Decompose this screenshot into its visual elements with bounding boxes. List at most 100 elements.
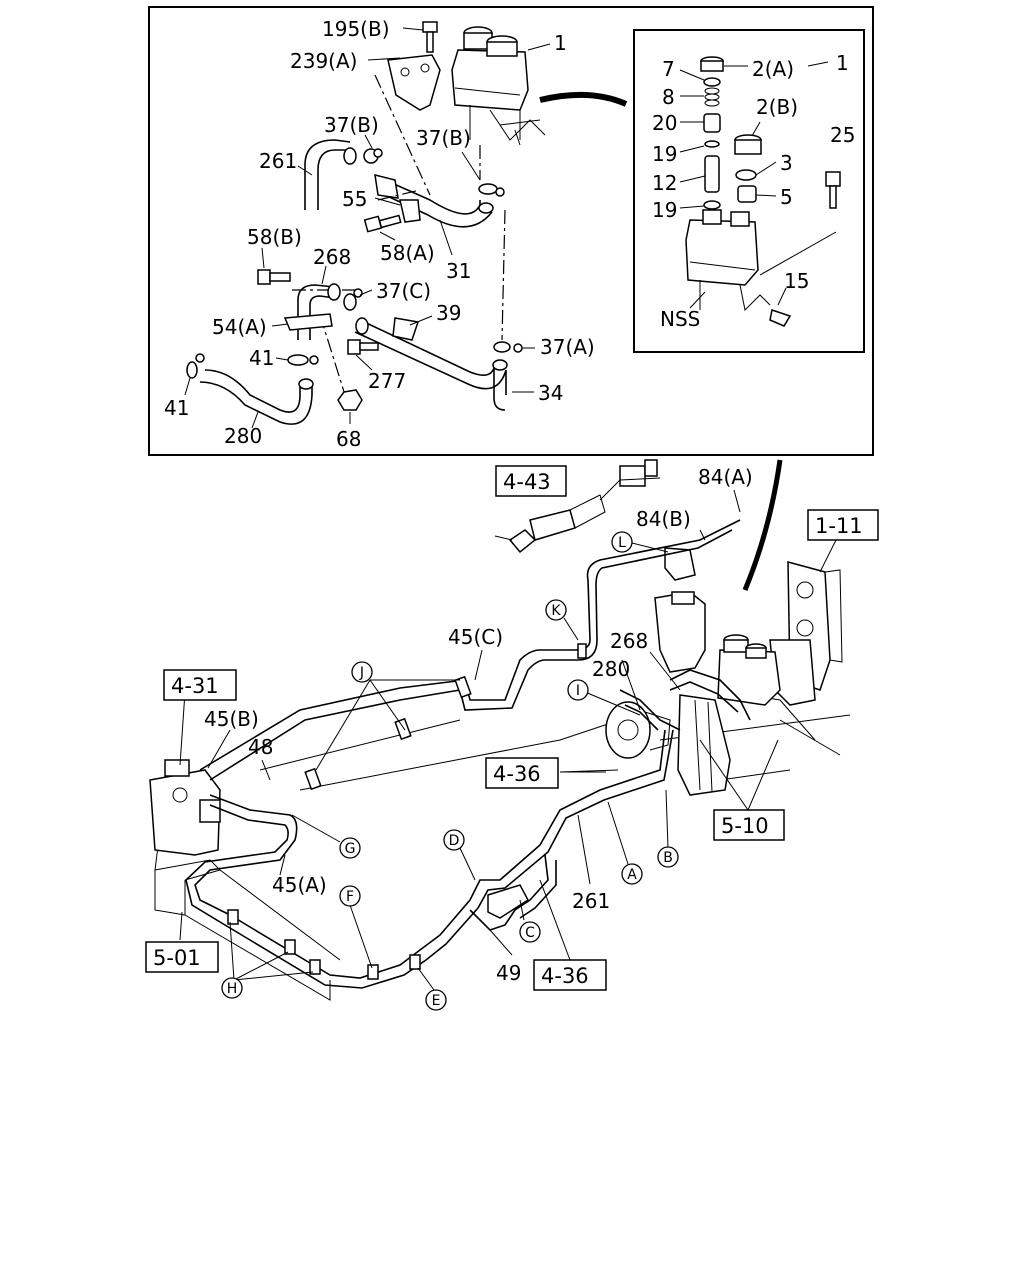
circle-letter-c-text: C xyxy=(525,925,535,941)
label-37b-2: 37(B) xyxy=(416,126,471,150)
circle-letter-h: H xyxy=(221,977,243,999)
cap-2a xyxy=(700,56,724,72)
bracket-49 xyxy=(487,884,529,919)
label-41-center: 41 xyxy=(249,346,274,370)
bracket-239a xyxy=(387,54,441,111)
inset-label-20: 20 xyxy=(652,111,677,135)
clamp-41-center xyxy=(287,354,309,366)
label-37b-1: 37(B) xyxy=(324,113,379,137)
label-45a: 45(A) xyxy=(272,873,327,897)
reservoir-installed xyxy=(717,634,781,706)
connector-block xyxy=(664,547,696,581)
hose-280-lower xyxy=(619,689,681,731)
bracket-55 xyxy=(399,199,421,223)
assembly-connector-arc xyxy=(742,459,783,591)
inset-label-nss: NSS xyxy=(660,307,700,331)
steering-gear xyxy=(149,759,221,856)
circle-letter-d-text: D xyxy=(449,833,460,849)
label-280-top: 280 xyxy=(224,424,262,448)
ref-box-4-36-upper: 4-36 xyxy=(485,757,559,789)
label-58b: 58(B) xyxy=(247,225,302,249)
inset-label-1: 1 xyxy=(836,51,849,75)
cap-2b xyxy=(734,134,762,155)
circle-letter-a-text: A xyxy=(627,867,637,883)
circle-letter-f: F xyxy=(339,885,361,907)
ring-7 xyxy=(703,77,721,87)
seal-3 xyxy=(735,169,757,181)
label-84b: 84(B) xyxy=(636,507,691,531)
label-54a: 54(A) xyxy=(212,315,267,339)
label-58a: 58(A) xyxy=(380,241,435,265)
pipe-45a xyxy=(194,729,666,979)
clamp-37b-right xyxy=(478,183,498,195)
ref-box-4-43: 4-43 xyxy=(495,465,567,497)
circle-letter-b: B xyxy=(657,846,679,868)
inset-label-19-lower: 19 xyxy=(652,198,677,222)
inset-label-5: 5 xyxy=(780,185,793,209)
circle-letter-d: D xyxy=(443,829,465,851)
circle-letter-k: K xyxy=(545,599,567,621)
pipe-clip-j1 xyxy=(304,767,322,791)
label-37a: 37(A) xyxy=(540,335,595,359)
label-277: 277 xyxy=(368,369,406,393)
ref-box-4-31-text: 4-31 xyxy=(171,674,219,698)
inset-label-15: 15 xyxy=(784,269,809,293)
hose-39 xyxy=(354,319,507,390)
bolt-25 xyxy=(825,171,841,209)
circle-letter-e: E xyxy=(425,989,447,1011)
label-39: 39 xyxy=(436,301,461,325)
inset-label-7: 7 xyxy=(662,57,675,81)
label-268-top: 268 xyxy=(313,245,351,269)
pipe-clip-h2 xyxy=(309,959,321,975)
nut-68 xyxy=(337,389,363,411)
ref-box-4-31: 4-31 xyxy=(163,669,237,701)
tube-12 xyxy=(704,155,720,193)
circle-letter-b-text: B xyxy=(663,850,673,866)
label-45c: 45(C) xyxy=(448,625,503,649)
inset-label-8: 8 xyxy=(662,85,675,109)
pipe-clip-h3 xyxy=(227,909,239,925)
upper-tank xyxy=(654,591,706,673)
pipe-clip-f xyxy=(367,964,379,980)
label-1-top: 1 xyxy=(554,31,567,55)
reservoir-body-nss xyxy=(685,209,771,312)
label-261-top: 261 xyxy=(259,149,297,173)
filter-20 xyxy=(703,113,721,133)
circle-letter-c: C xyxy=(519,921,541,943)
clamp-37a xyxy=(493,341,511,353)
inset-connector-arc xyxy=(539,91,628,107)
label-34: 34 xyxy=(538,381,563,405)
hose-261-upper xyxy=(304,139,351,210)
ref-box-5-01: 5-01 xyxy=(145,941,219,973)
power-steering-pump xyxy=(605,701,671,759)
circle-letter-g-text: G xyxy=(345,841,356,857)
pipe-clip-h1 xyxy=(284,939,296,955)
steering-linkage xyxy=(494,459,661,554)
inset-label-3: 3 xyxy=(780,151,793,175)
label-49: 49 xyxy=(496,961,521,985)
circle-letter-i: I xyxy=(567,679,589,701)
bolt-277 xyxy=(347,339,379,355)
ref-box-5-10-text: 5-10 xyxy=(721,814,769,838)
ref-box-1-11-text: 1-11 xyxy=(815,514,863,538)
pipe-clip-j3 xyxy=(454,675,472,699)
ref-box-4-36-lower-text: 4-36 xyxy=(541,964,589,988)
ref-box-5-01-text: 5-01 xyxy=(153,946,201,970)
hose-268-upper xyxy=(297,284,336,340)
hose-280-upper xyxy=(199,369,313,425)
circle-letter-k-text: K xyxy=(551,603,561,619)
circle-letter-e-text: E xyxy=(432,993,441,1009)
strainer-5 xyxy=(737,185,757,203)
inset-label-19-upper: 19 xyxy=(652,142,677,166)
bolt-195b xyxy=(422,21,438,53)
ref-box-4-36-upper-text: 4-36 xyxy=(493,762,541,786)
pipe-clip-j2 xyxy=(394,717,412,741)
inset-label-25: 25 xyxy=(830,123,855,147)
label-68: 68 xyxy=(336,427,361,451)
circle-letter-l-text: L xyxy=(618,535,626,551)
inset-label-2a: 2(A) xyxy=(752,57,794,81)
circle-letter-l: L xyxy=(611,531,633,553)
ref-box-1-11: 1-11 xyxy=(807,509,879,541)
ref-box-4-43-text: 4-43 xyxy=(503,470,551,494)
